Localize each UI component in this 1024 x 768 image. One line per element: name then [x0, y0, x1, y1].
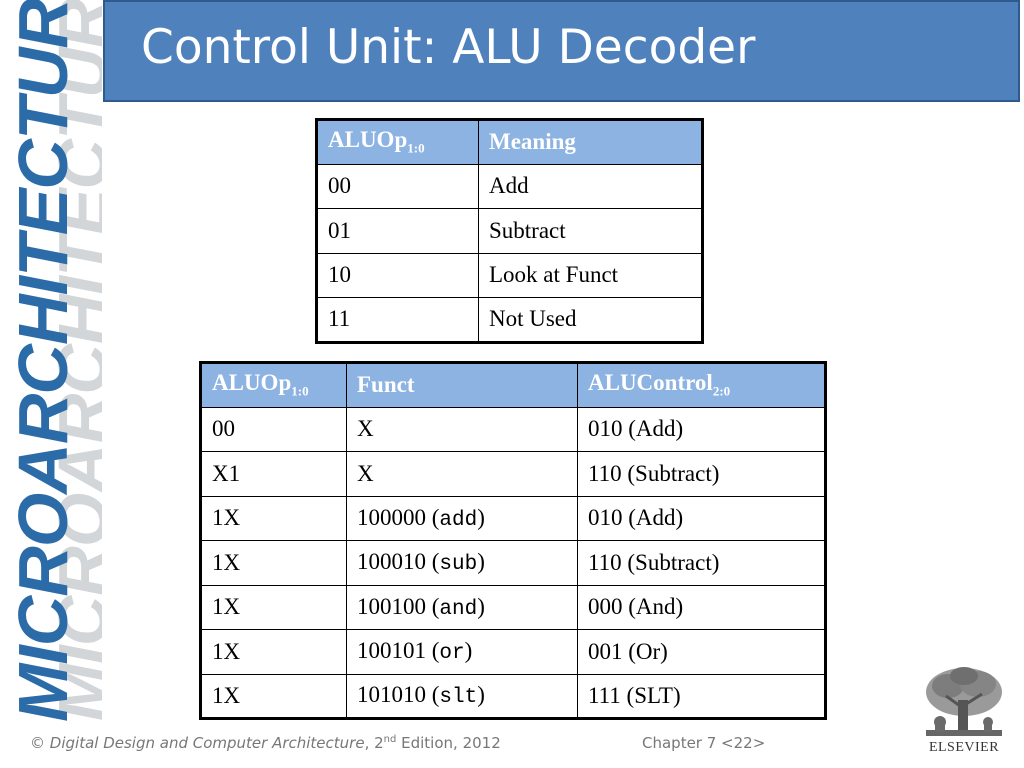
- meaning-cell: Add: [478, 163, 703, 209]
- meaning-cell: Subtract: [478, 208, 703, 254]
- aluop-cell: 01: [316, 208, 479, 254]
- title-bar: Control Unit: ALU Decoder: [103, 0, 1020, 102]
- aluop-cell: 00: [200, 406, 347, 452]
- funct-cell: 100010 (sub): [346, 540, 578, 586]
- aluop-cell: 1X: [200, 629, 347, 675]
- elsevier-wordmark: ELSEVIER: [928, 740, 1000, 755]
- funct-cell: X: [346, 451, 578, 497]
- alucontrol-cell: 001 (Or): [577, 629, 826, 675]
- alucontrol-cell: 010 (Add): [577, 406, 826, 452]
- funct-cell: 100100 (and): [346, 584, 578, 630]
- table-row: 00 X 010 (Add): [200, 406, 826, 452]
- elsevier-tree-icon: [918, 662, 1010, 740]
- funct-code: 101010: [357, 682, 426, 708]
- aluop-cell: 1X: [200, 540, 347, 586]
- chapter-page-label: Chapter 7 <22>: [642, 734, 766, 752]
- funct-code: 100010: [357, 549, 426, 575]
- table-header-row: ALUOp1:0 Funct ALUControl2:0: [200, 362, 826, 408]
- aluop-cell: 1X: [200, 673, 347, 719]
- funct-cell: X: [346, 406, 578, 452]
- elsevier-logo: ELSEVIER: [918, 662, 1010, 756]
- funct-code: 100000: [357, 504, 426, 530]
- funct-mnemonic: add: [439, 508, 478, 532]
- funct-code: X: [357, 416, 374, 442]
- aluop-cell: 10: [316, 252, 479, 298]
- side-banner: MICROARCHITECTURE MICROARCHITECTURE: [0, 0, 102, 730]
- funct-code: 100101: [357, 638, 426, 664]
- alucontrol-cell: 110 (Subtract): [577, 451, 826, 497]
- column-header-funct: Funct: [346, 362, 578, 408]
- copyright-symbol: ©: [30, 734, 45, 752]
- alucontrol-cell: 111 (SLT): [577, 673, 826, 719]
- funct-code: X: [357, 460, 374, 486]
- aluop-cell: X1: [200, 451, 347, 497]
- funct-code: 100100: [357, 593, 426, 619]
- funct-mnemonic: slt: [439, 686, 478, 710]
- funct-cell: 100000 (add): [346, 495, 578, 541]
- alucontrol-cell: 000 (And): [577, 584, 826, 630]
- funct-mnemonic: or: [439, 642, 465, 666]
- alucontrol-cell: 010 (Add): [577, 495, 826, 541]
- meaning-cell: Not Used: [478, 297, 703, 343]
- column-header-aluop: ALUOp1:0: [316, 119, 479, 165]
- aluop-cell: 1X: [200, 584, 347, 630]
- book-title: Digital Design and Computer Architecture: [49, 734, 365, 752]
- table-row: X1 X 110 (Subtract): [200, 451, 826, 497]
- column-header-alucontrol: ALUControl2:0: [577, 362, 826, 408]
- edition-suffix: nd: [383, 734, 397, 745]
- column-header-meaning: Meaning: [478, 119, 703, 165]
- side-word: MICROARCHITECTURE: [4, 0, 82, 722]
- aluop-cell: 1X: [200, 495, 347, 541]
- funct-cell: 100101 (or): [346, 629, 578, 675]
- slide-title: Control Unit: ALU Decoder: [141, 20, 756, 75]
- alucontrol-cell: 110 (Subtract): [577, 540, 826, 586]
- aluop-cell: 11: [316, 297, 479, 343]
- edition-number: , 2: [364, 734, 384, 752]
- table-header-row: ALUOp1:0 Meaning: [316, 119, 703, 165]
- edition-text: Edition, 2012: [396, 734, 501, 752]
- aluop-cell: 00: [316, 163, 479, 209]
- meaning-cell: Look at Funct: [478, 252, 703, 298]
- funct-cell: 101010 (slt): [346, 673, 578, 719]
- column-header-aluop: ALUOp1:0: [200, 362, 347, 408]
- funct-mnemonic: sub: [439, 553, 478, 577]
- funct-mnemonic: and: [439, 597, 478, 621]
- footer-citation: © Digital Design and Computer Architectu…: [30, 734, 501, 752]
